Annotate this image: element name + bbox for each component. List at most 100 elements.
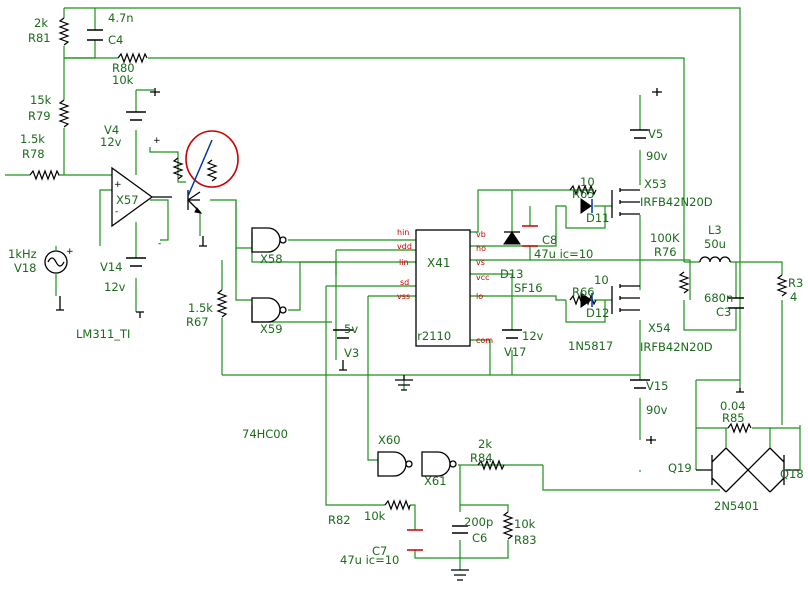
- r82-ref: R82: [328, 513, 351, 527]
- c6-ref: C6: [472, 531, 487, 545]
- v14-ref: V14: [100, 260, 123, 274]
- r65-value: 10: [580, 175, 595, 189]
- pin-hin: hin: [397, 228, 409, 237]
- l3-value: 50u: [704, 237, 726, 251]
- v5-value: 90v: [646, 149, 668, 163]
- r78-ref: R78: [22, 147, 45, 161]
- c7-value: 47u ic=10: [340, 553, 399, 567]
- dc-sources: [126, 111, 650, 389]
- gate-family: 74HC00: [242, 427, 288, 441]
- c3-value: 680n: [704, 291, 733, 305]
- r80-value: 10k: [112, 73, 134, 87]
- bjts: [696, 428, 800, 493]
- bjt-model: 2N5401: [714, 499, 759, 513]
- x54-model: IRFB42N20D: [640, 340, 713, 354]
- v15-ref: V15: [646, 379, 669, 393]
- x57-ref: X57: [116, 193, 139, 207]
- highlight-annotation: [185, 130, 239, 197]
- c6-value: 200p: [464, 515, 493, 529]
- r67-ref: R67: [186, 315, 209, 329]
- component-labels: 2k R81 4.7n C4 R80 10k 15k R79 1.5k R78 …: [8, 11, 804, 567]
- l3-ref: L3: [708, 223, 722, 237]
- d11-ref: D11: [586, 211, 610, 225]
- d13-ref: D13: [500, 267, 524, 281]
- opamp-minus-pin: -: [115, 207, 118, 217]
- v17-ref: V17: [504, 345, 527, 359]
- r79-value: 15k: [30, 93, 52, 107]
- r85-ref: R85: [722, 411, 745, 425]
- x53-model: IRFB42N20D: [640, 195, 713, 209]
- r84-ref: R84: [470, 451, 493, 465]
- mosfets: [611, 188, 640, 314]
- r85-value: 0.04: [720, 399, 746, 413]
- pin-lo: lo: [476, 292, 483, 301]
- r66-value: 10: [594, 273, 609, 287]
- v3-ref: V3: [344, 346, 359, 360]
- v4-plus: +: [153, 136, 161, 146]
- r84-value: 2k: [478, 437, 492, 451]
- d13-model: SF16: [514, 281, 543, 295]
- r66-ref: R66: [572, 285, 595, 299]
- r76-ref: R76: [654, 245, 677, 259]
- ac-source-v18: [44, 246, 68, 296]
- r80-ref: R80: [112, 61, 135, 75]
- v5-ref: V5: [648, 127, 663, 141]
- inductor-l3: [699, 256, 731, 263]
- pin-com: com: [476, 336, 493, 345]
- r3-value: 4: [790, 290, 797, 304]
- r83-ref: R83: [514, 533, 537, 547]
- x57-model: LM311_TI: [76, 327, 130, 341]
- q19-ref: Q19: [668, 461, 692, 475]
- x59-ref: X59: [260, 322, 283, 336]
- r81-ref: R81: [28, 31, 51, 45]
- v17-value: 12v: [522, 329, 544, 343]
- ic-ir2110: [415, 229, 471, 347]
- r82-value: 10k: [364, 509, 386, 523]
- r79-ref: R79: [28, 109, 51, 123]
- diodes: [503, 198, 593, 308]
- wires: [5, 7, 801, 570]
- v14-value: 12v: [104, 280, 126, 294]
- c8-ref: C8: [542, 233, 557, 247]
- v15-value: 90v: [646, 403, 668, 417]
- pin-vdd: vdd: [397, 242, 412, 251]
- c8-value: 47u ic=10: [534, 247, 593, 261]
- v3-value: 5v: [344, 322, 358, 336]
- d12-model: 1N5817: [568, 339, 613, 353]
- x54-ref: X54: [648, 321, 671, 335]
- nand-gates: [251, 227, 457, 477]
- pin-ho: ho: [476, 244, 486, 253]
- v4-ref: V4: [104, 123, 119, 137]
- x58-ref: X58: [260, 252, 283, 266]
- pin-sd: sd: [400, 278, 409, 287]
- opamp-x57: + -: [111, 166, 203, 228]
- r3-ref: R3: [788, 276, 803, 290]
- c4-value: 4.7n: [108, 11, 134, 25]
- capacitors: [87, 29, 744, 551]
- ground-symbols: [56, 88, 744, 581]
- pin-vs: vs: [476, 258, 485, 267]
- r83-value: 10k: [514, 517, 536, 531]
- v18-value: 1kHz: [8, 247, 37, 261]
- x60-ref: X60: [378, 433, 401, 447]
- x41-ref: X41: [427, 256, 451, 270]
- r65-ref: R65: [572, 187, 595, 201]
- v18-plus: +: [66, 247, 74, 257]
- c4-ref: C4: [108, 33, 123, 47]
- pin-vb: vb: [476, 230, 486, 239]
- pin-vcc: vcc: [476, 273, 490, 282]
- d12-ref: D12: [586, 306, 610, 320]
- q18-ref: Q18: [780, 467, 804, 481]
- opamp-plus-pin: +: [114, 180, 122, 190]
- r67-value: 1.5k: [188, 301, 213, 315]
- x61-ref: X61: [424, 474, 447, 488]
- x53-ref: X53: [644, 177, 667, 191]
- r78-value: 1.5k: [20, 132, 45, 146]
- c7-ref: C7: [372, 544, 387, 558]
- pin-lin: lin: [399, 258, 409, 267]
- v14-minus: -: [158, 239, 161, 249]
- pin-vss: vss: [397, 292, 410, 301]
- c3-ref: C3: [716, 305, 731, 319]
- v18-ref: V18: [14, 261, 37, 275]
